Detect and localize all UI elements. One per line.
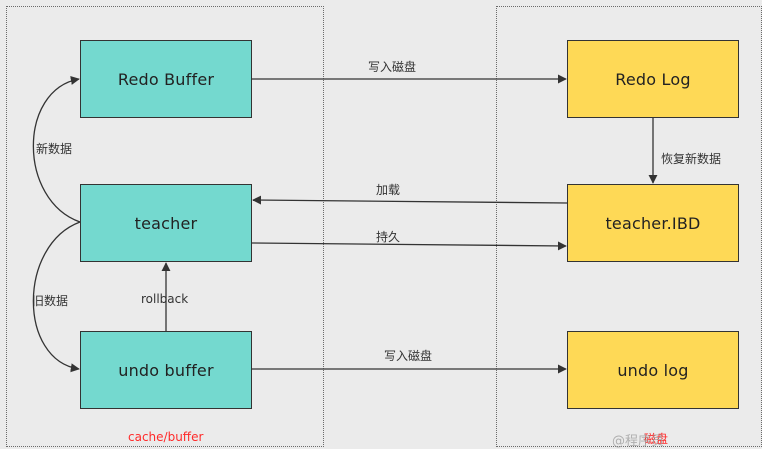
teacher-node: teacher: [80, 184, 252, 262]
rollback-label: rollback: [141, 292, 189, 306]
undo-buffer-label: undo buffer: [118, 360, 214, 380]
undo-log-label: undo log: [617, 360, 689, 380]
recover-new-data-label: 恢复新数据: [661, 152, 722, 166]
edge-teacher-to-teacher-ibd: [251, 241, 567, 251]
edge-teacher-to-undo-buffer: [32, 221, 81, 373]
edge-teacher-to-redo-buffer: [32, 75, 81, 223]
persist-label: 持久: [376, 230, 401, 244]
edge-teacher-ibd-to-teacher: [252, 195, 568, 205]
undo-log-node: undo log: [567, 331, 739, 409]
teacher-label: teacher: [134, 213, 198, 233]
teacher-ibd-node: teacher.IBD: [567, 184, 739, 262]
redo-log-node: Redo Log: [567, 40, 739, 118]
cache-buffer-region-label: cache/buffer: [128, 430, 204, 444]
new-data-label: 新数据: [36, 142, 73, 156]
redo-write-disk-label: 写入磁盘: [368, 60, 417, 74]
watermark-text: @程序员: [612, 434, 665, 449]
load-label: 加载: [376, 183, 401, 197]
redo-buffer-label: Redo Buffer: [117, 69, 215, 89]
redo-log-label: Redo Log: [615, 69, 691, 89]
redo-buffer-node: Redo Buffer: [80, 40, 252, 118]
undo-buffer-node: undo buffer: [80, 331, 252, 409]
undo-write-disk-label: 写入磁盘: [384, 349, 433, 363]
cache-buffer-region: [6, 6, 324, 447]
disk-region-label: 磁盘: [644, 432, 669, 446]
old-data-label: 旧数据: [32, 294, 69, 308]
teacher-ibd-label: teacher.IBD: [605, 213, 701, 233]
